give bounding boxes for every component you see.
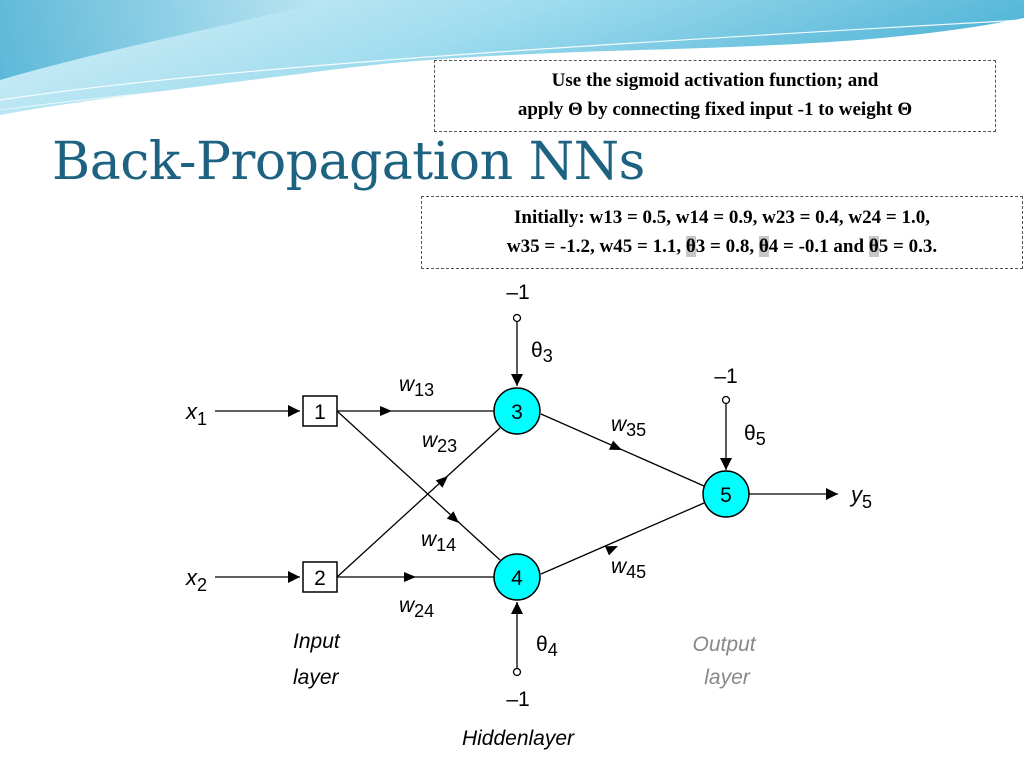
theta3-label: θ3 [531,339,553,366]
edge-2-3 [336,427,501,578]
output-layer-label: Output layer [693,633,762,689]
w14-subscript: 14 [436,535,456,555]
input-neuron-2-label: 2 [314,567,326,590]
w24-subscript: 24 [414,601,434,621]
header-wave [0,0,1024,119]
slide-title: Back-Propagation NNs [52,132,645,192]
arrow-edge-1-3 [380,406,392,416]
arrow-edge-2-3 [435,476,448,488]
hidden-neuron-4 [493,553,541,601]
hidden-neuron-4-label: 4 [511,567,523,590]
w35-subscript: 35 [626,420,646,440]
w45-subscript: 45 [626,562,646,582]
bias3-terminal [512,313,522,323]
initial-weights-line-1: Initially: w13 = 0.5, w14 = 0.9, w23 = 0… [514,207,930,228]
initial-weights-line-2: w35 = -1.2, w45 = 1.1, θ3 = 0.8, θ4 = -0… [422,232,1022,261]
bias-terminals [512,313,731,677]
w45-label: w45 [611,555,646,582]
x2-subscript: 2 [197,575,207,595]
theta3-subscript: 3 [543,346,553,366]
connections [215,322,838,668]
theta4-symbol: θ [758,236,769,257]
arrow-edge-2-4 [404,572,416,582]
hidden-layer-label: Hiddenlayer [462,727,575,750]
theta4-label: θ4 [536,633,558,660]
w23-label: w23 [422,429,457,456]
x2-symbol: x [185,565,198,590]
edge-4-5 [540,502,705,575]
arrow-edge-1-4 [446,511,459,523]
bias4-value: –1 [506,688,529,711]
hidden-neuron-3-label: 3 [511,401,523,424]
y5-symbol: y [849,482,864,507]
x1-subscript: 1 [197,409,207,429]
theta5-symbol-diagram: θ [744,422,756,445]
bias5-terminal [721,395,731,405]
y5-subscript: 5 [862,492,872,512]
arrow-edge-3-5 [609,440,622,450]
theta4-symbol-diagram: θ [536,633,548,656]
initial-weights-segment-c: 4 = -0.1 and [768,236,869,257]
input-layer-line-2: layer [293,666,340,689]
initial-weights-segment-a: w35 = -1.2, w45 = 1.1, [506,236,686,257]
initial-weights-box: Initially: w13 = 0.5, w14 = 0.9, w23 = 0… [421,196,1023,269]
output-neuron-5 [702,470,750,518]
initial-weights-segment-b: 3 = 0.8, [695,236,759,257]
output-neuron-5-label: 5 [720,484,732,507]
initial-weights-segment-d: 5 = 0.3. [878,236,938,257]
x1-symbol: x [185,399,198,424]
edge-1-4 [336,410,501,561]
sigmoid-note-box: Use the sigmoid activation function; and… [434,60,996,132]
x2-label: x2 [185,565,207,595]
w23-subscript: 23 [437,436,457,456]
x1-label: x1 [185,399,207,429]
bias4-terminal [512,667,522,677]
input-layer-label: Input layer [293,630,346,689]
w23-symbol: w [422,429,439,452]
output-layer-line-2: layer [704,666,751,689]
arrow-edge-4-5 [605,546,618,556]
bias5-value: –1 [714,365,737,388]
hidden-neuron-3 [493,387,541,435]
w45-symbol: w [611,555,628,578]
w24-label: w24 [399,594,434,621]
w24-symbol: w [399,594,416,617]
theta3-symbol: θ [685,236,696,257]
sigmoid-note-line-1: Use the sigmoid activation function; and [551,70,879,91]
input-layer-line-1: Input [293,630,341,653]
w35-label: w35 [611,413,646,440]
w13-symbol: w [399,373,416,396]
theta5-symbol: θ [868,236,879,257]
theta3-symbol-diagram: θ [531,339,543,362]
w14-label: w14 [421,528,456,555]
w13-label: w13 [399,373,434,400]
w14-symbol: w [421,528,438,551]
theta4-subscript: 4 [548,640,558,660]
network-diagram: 1 2 3 4 5 x1 x2 y5 w13 w23 w14 w24 w35 w… [185,281,872,750]
w13-subscript: 13 [414,380,434,400]
y5-label: y5 [849,482,872,512]
edge-3-5 [540,413,705,487]
bias3-value: –1 [506,281,529,304]
input-neuron-1 [302,395,338,427]
input-neuron-1-label: 1 [314,401,326,424]
w35-symbol: w [611,413,628,436]
edge-arrows [380,406,622,582]
input-neuron-2 [302,561,338,593]
theta5-subscript: 5 [756,429,766,449]
sigmoid-note-line-2: apply Θ by connecting fixed input -1 to … [517,99,913,120]
output-layer-line-1: Output [693,633,757,656]
theta5-label: θ5 [744,422,766,449]
